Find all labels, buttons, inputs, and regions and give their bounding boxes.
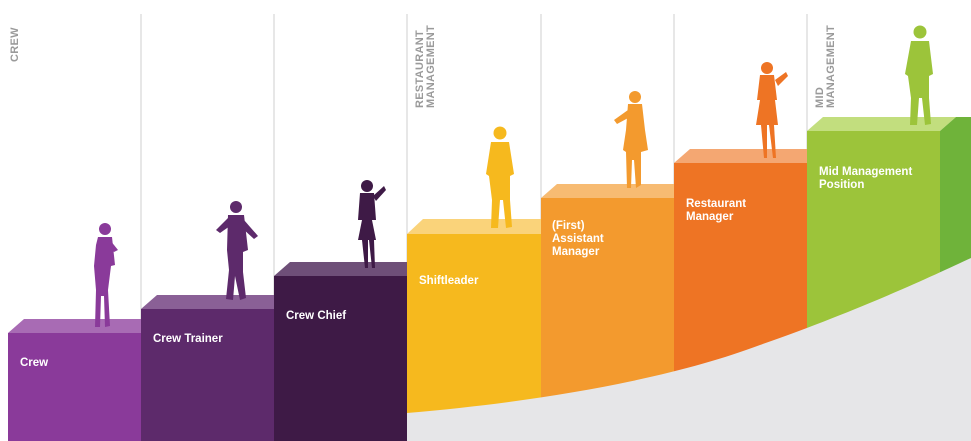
section-label-restaurant-management: RESTAURANT MANAGEMENT: [414, 24, 437, 108]
person-crew-trainer-silhouette: [216, 201, 258, 300]
person-crew-chief-silhouette: [358, 180, 386, 268]
person-assistant-manager-silhouette: [614, 91, 648, 188]
step-top: [8, 319, 157, 333]
step-face: [274, 276, 407, 441]
step-crew-chief: [274, 262, 423, 441]
step-crew: [8, 319, 157, 441]
person-mid-management-silhouette: [905, 25, 933, 125]
step-face: [141, 309, 274, 441]
step-label-crew: Crew: [20, 357, 49, 369]
step-label-mid-management: Mid Management Position: [819, 166, 913, 191]
step-label-crew-trainer: Crew Trainer: [153, 333, 223, 345]
step-top: [541, 184, 690, 198]
person-restaurant-manager-silhouette: [756, 62, 788, 158]
step-label-crew-chief: Crew Chief: [286, 310, 347, 322]
step-top: [141, 295, 290, 309]
section-label-crew: CREW: [9, 27, 21, 62]
step-face: [8, 333, 141, 441]
step-shiftleader: [407, 219, 557, 441]
step-face: [407, 234, 541, 441]
step-label-shiftleader: Shiftleader: [419, 275, 479, 287]
section-label-mid-management: MID MANAGEMENT: [814, 24, 837, 108]
step-top: [674, 149, 823, 163]
person-shiftleader-silhouette: [486, 126, 514, 228]
person-crew-silhouette: [94, 223, 118, 327]
step-top: [407, 219, 557, 234]
step-top: [274, 262, 423, 276]
step-top: [807, 117, 956, 131]
step-label-restaurant-manager: Restaurant Manager: [686, 198, 747, 223]
grey-swoosh-overlay: [407, 258, 971, 441]
step-label-assistant-manager: (First) Assistant Manager: [552, 220, 604, 258]
step-crew-trainer: [141, 295, 290, 441]
